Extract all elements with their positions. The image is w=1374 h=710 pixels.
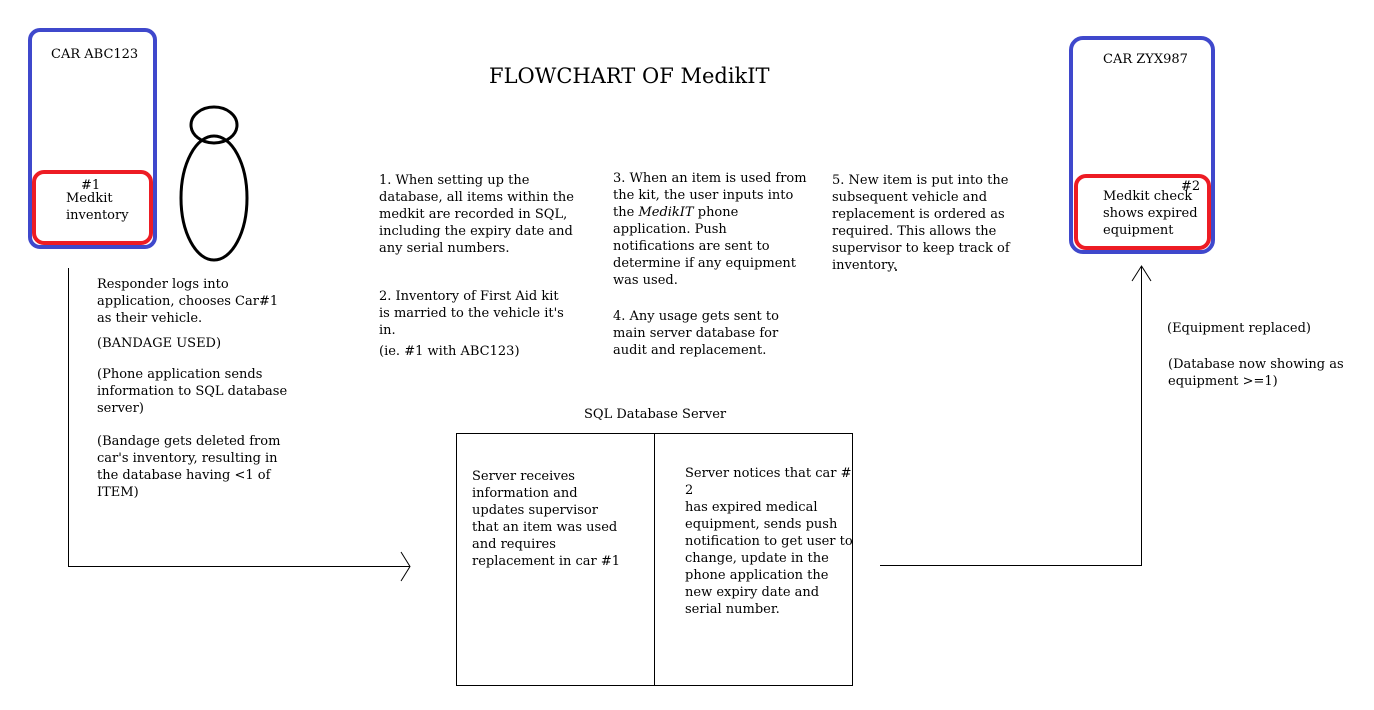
step-3-text-before: 3. When an item is used from the kit, th… <box>613 171 807 220</box>
sql-server-label: SQL Database Server <box>584 407 727 422</box>
step-1: 1. When setting up the database, all ite… <box>379 173 574 256</box>
flow-line-to-car2 <box>880 266 1142 566</box>
note-phone-sends: (Phone application sends information to … <box>97 367 288 416</box>
server-receives-text: Server receives information and updates … <box>472 469 621 569</box>
note-bandage-used: (BANDAGE USED) <box>97 336 222 351</box>
car-zyx987-label: CAR ZYX987 <box>1103 52 1188 67</box>
step-3-app-name: MedikIT <box>638 205 694 220</box>
arrowhead-right-icon <box>400 551 411 582</box>
medkit-2-outline <box>1074 174 1211 250</box>
car-abc123-outline <box>28 28 157 249</box>
arrowhead-up-icon <box>1131 265 1152 282</box>
note-responder-logs-in: Responder logs into application, chooses… <box>97 277 279 326</box>
note-database-showing: (Database now showing as equipment >=1) <box>1168 357 1344 389</box>
responder-head-icon <box>189 105 239 145</box>
medkit-1-number: #1 <box>81 178 101 193</box>
car-zyx987-outline <box>1069 36 1215 254</box>
stray-dot <box>895 269 897 271</box>
step-2-example: (ie. #1 with ABC123) <box>379 344 520 359</box>
server-notices-text: Server notices that car # 2 has expired … <box>685 466 853 617</box>
step-4: 4. Any usage gets sent to main server da… <box>613 309 779 358</box>
medkit-1-label: Medkit inventory <box>66 191 129 223</box>
medkit-1-outline <box>32 170 153 245</box>
page-title: FLOWCHART OF MedikIT <box>489 64 770 88</box>
note-equipment-replaced: (Equipment replaced) <box>1167 321 1311 336</box>
flow-line-to-server <box>68 268 410 567</box>
note-bandage-deleted: (Bandage gets deleted from car's invento… <box>97 434 281 500</box>
step-3: 3. When an item is used from the kit, th… <box>613 170 807 289</box>
step-5: 5. New item is put into the subsequent v… <box>832 173 1010 273</box>
responder-body-icon <box>179 134 249 262</box>
step-2: 2. Inventory of First Aid kit is married… <box>379 289 564 338</box>
medkit-2-label: Medkit check shows expired equipment <box>1103 189 1198 238</box>
medkit-2-number: #2 <box>1181 179 1201 194</box>
car-abc123-label: CAR ABC123 <box>51 47 139 62</box>
step-3-text-after: phone application. Push notifications ar… <box>613 205 797 288</box>
